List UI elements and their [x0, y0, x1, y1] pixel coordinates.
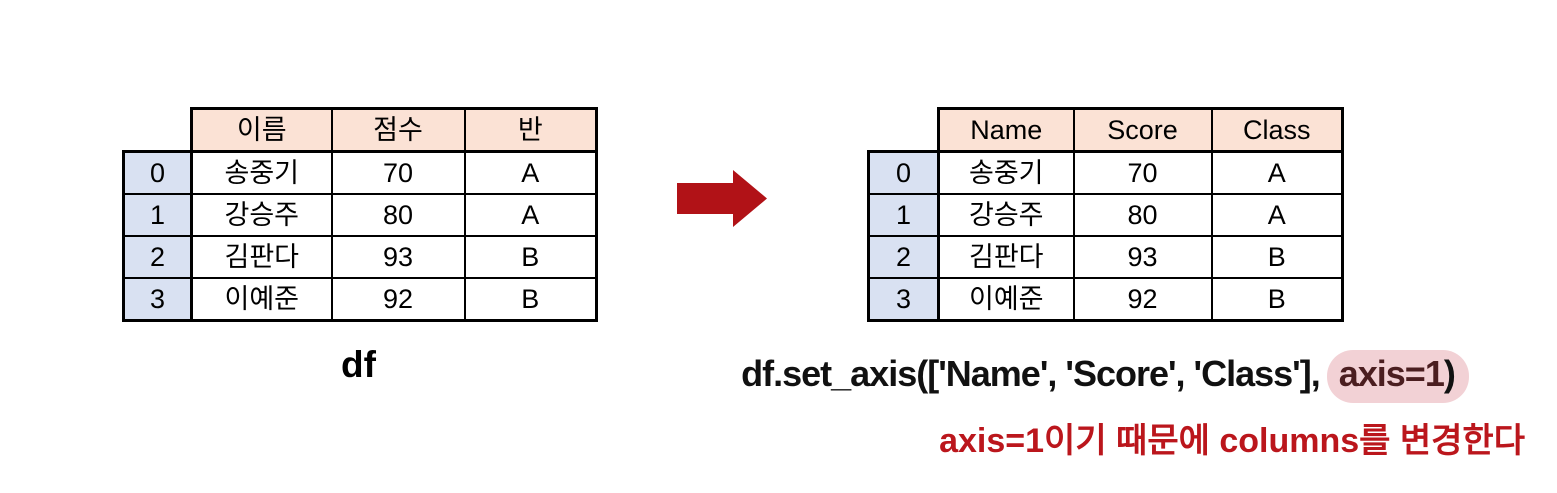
dataframe-right: Name Score Class 0 송중기 70 A 1 강승주 80 A 2…: [867, 107, 1344, 322]
data-cell: A: [1210, 193, 1344, 237]
data-cell: B: [1210, 277, 1344, 322]
data-cell: B: [1210, 235, 1344, 279]
header-row: 이름 점수 반: [124, 107, 598, 153]
table-row: 1 강승주 80 A: [867, 193, 1344, 237]
right-table-caption-code: df.set_axis(['Name', 'Score', 'Class'],a…: [680, 350, 1530, 403]
data-cell: 김판다: [190, 235, 333, 279]
code-prefix: df.set_axis(['Name', 'Score', 'Class'],: [741, 353, 1321, 394]
column-header: Class: [1210, 107, 1344, 153]
column-header: 반: [463, 107, 598, 153]
column-header: Score: [1072, 107, 1213, 153]
table-row: 1 강승주 80 A: [122, 193, 598, 237]
index-cell: 2: [122, 235, 193, 279]
index-cell: 3: [122, 277, 193, 322]
data-cell: 이예준: [937, 277, 1075, 322]
index-cell: 1: [122, 193, 193, 237]
index-cell: 0: [867, 150, 940, 195]
data-cell: A: [463, 150, 598, 195]
data-cell: 80: [1072, 193, 1213, 237]
index-cell: 0: [122, 150, 193, 195]
table-row: 3 이예준 92 B: [122, 277, 598, 322]
corner-cell: [124, 109, 192, 152]
axis-argument: axis=1: [1338, 353, 1445, 394]
data-cell: 이예준: [190, 277, 333, 322]
data-cell: 93: [1072, 235, 1213, 279]
data-cell: 송중기: [190, 150, 333, 195]
header-row: Name Score Class: [869, 107, 1344, 153]
dataframe-right-table: Name Score Class 0 송중기 70 A 1 강승주 80 A 2…: [867, 107, 1344, 322]
data-cell: 송중기: [937, 150, 1075, 195]
index-cell: 3: [867, 277, 940, 322]
table-row: 0 송중기 70 A: [867, 150, 1344, 195]
data-cell: 김판다: [937, 235, 1075, 279]
data-cell: B: [463, 235, 598, 279]
data-cell: 80: [330, 193, 466, 237]
table-row: 3 이예준 92 B: [867, 277, 1344, 322]
code-suffix: ): [1443, 353, 1456, 394]
dataframe-left: 이름 점수 반 0 송중기 70 A 1 강승주 80 A 2 김판다 93 B: [122, 107, 598, 322]
left-table-caption: df: [341, 344, 376, 385]
column-header: 이름: [190, 107, 333, 153]
data-cell: B: [463, 277, 598, 322]
data-cell: 92: [330, 277, 466, 322]
arrow-right-icon: [677, 170, 767, 227]
data-cell: 강승주: [190, 193, 333, 237]
axis-argument-highlight: axis=1): [1326, 350, 1469, 403]
index-cell: 1: [867, 193, 940, 237]
data-cell: 강승주: [937, 193, 1075, 237]
table-row: 0 송중기 70 A: [122, 150, 598, 195]
data-cell: 92: [1072, 277, 1213, 322]
axis-explanation-note: axis=1이기 때문에 columns를 변경한다: [939, 422, 1525, 460]
table-row: 2 김판다 93 B: [867, 235, 1344, 279]
dataframe-left-table: 이름 점수 반 0 송중기 70 A 1 강승주 80 A 2 김판다 93 B: [122, 107, 598, 322]
column-header: Name: [937, 107, 1075, 153]
column-header: 점수: [330, 107, 466, 153]
data-cell: A: [1210, 150, 1344, 195]
index-cell: 2: [867, 235, 940, 279]
data-cell: 70: [1072, 150, 1213, 195]
table-row: 2 김판다 93 B: [122, 235, 598, 279]
data-cell: A: [463, 193, 598, 237]
data-cell: 70: [330, 150, 466, 195]
corner-cell: [869, 109, 939, 152]
data-cell: 93: [330, 235, 466, 279]
